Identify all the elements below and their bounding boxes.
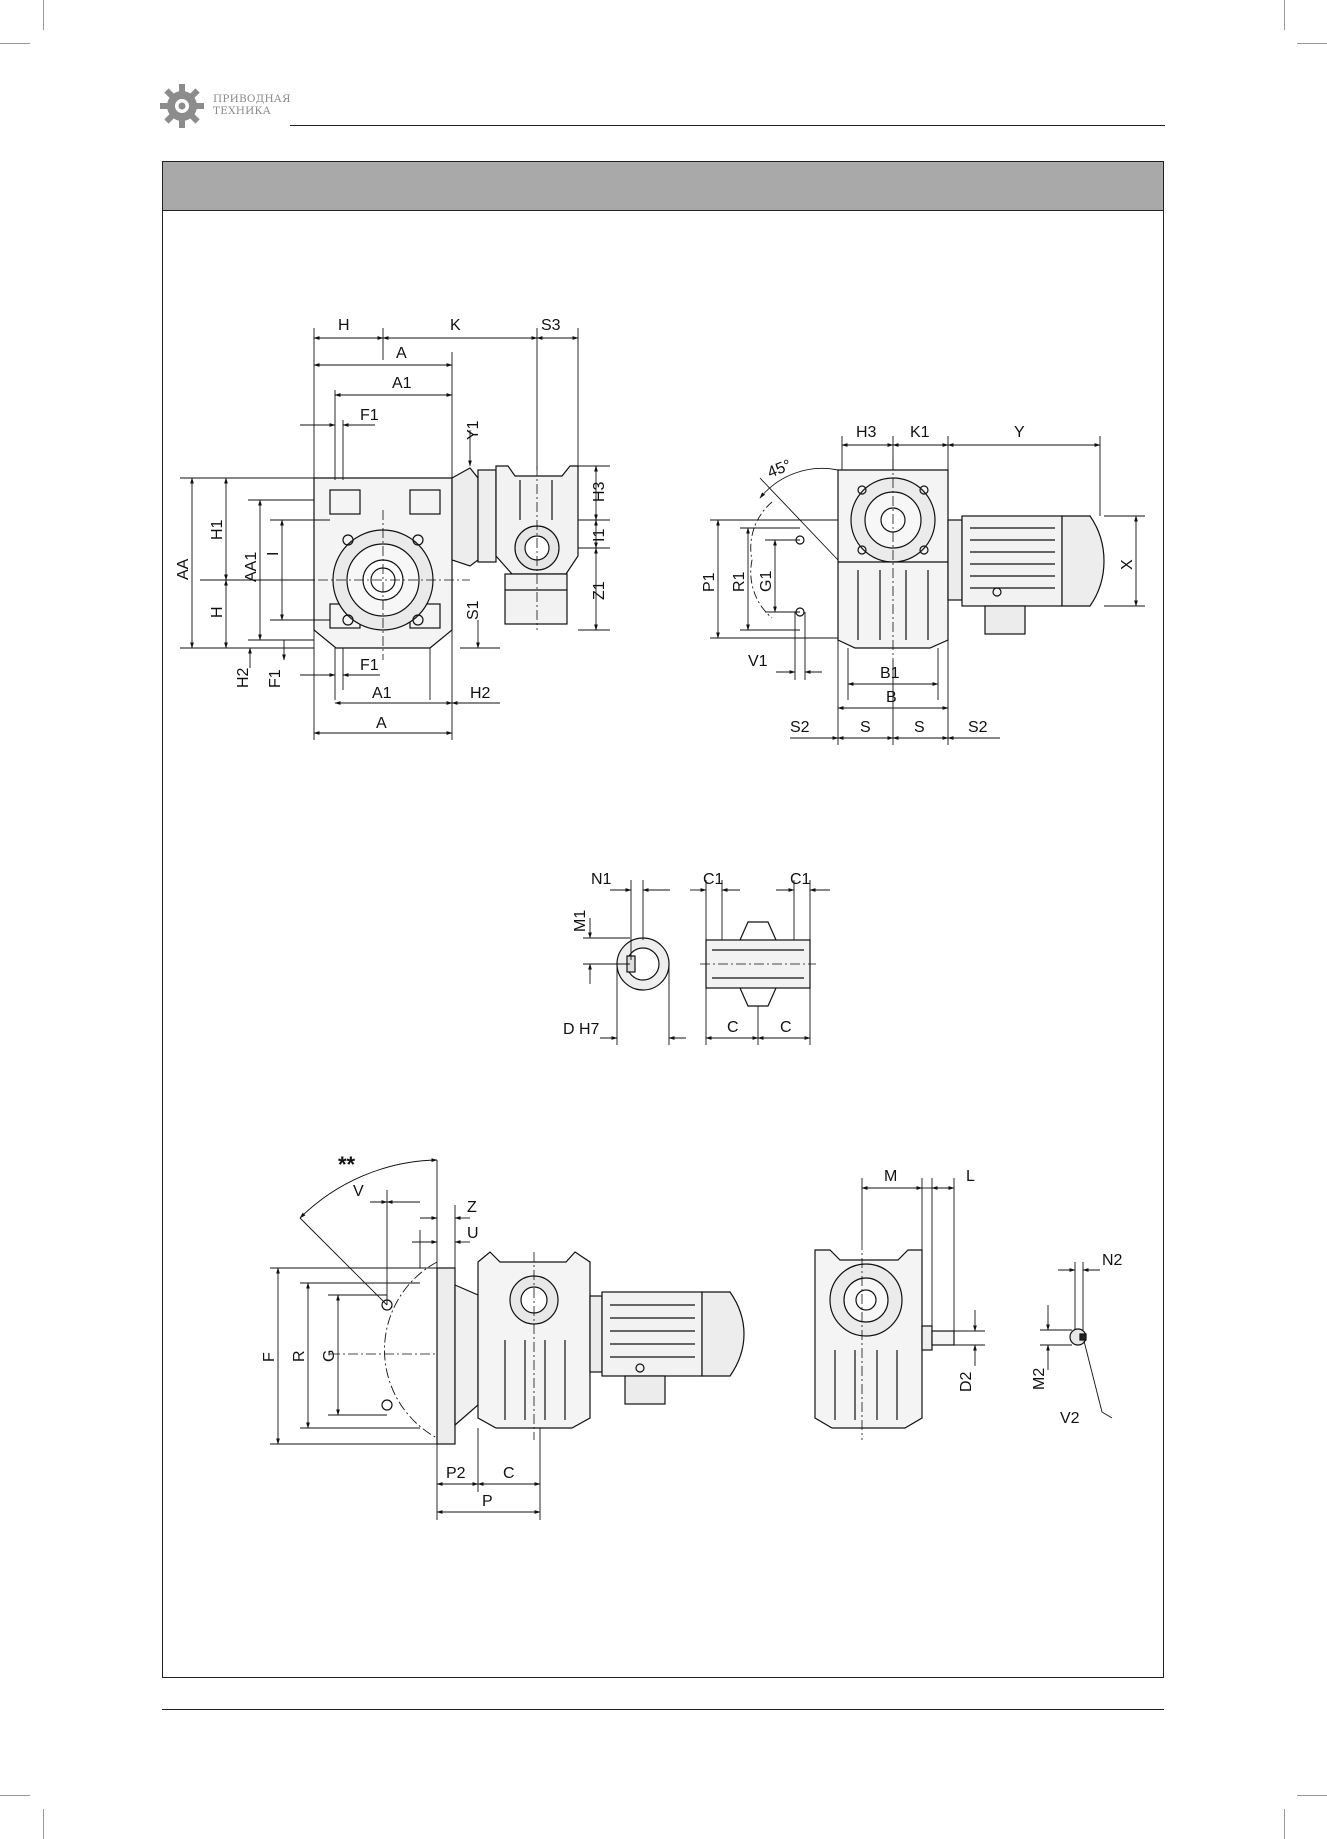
view-hollow-shaft — [616, 921, 816, 1007]
dim-label-45deg: 45° — [765, 457, 794, 482]
dim-label-C1-left: C1 — [703, 871, 724, 888]
view-hollow-shaft-dimensions — [583, 880, 830, 1045]
dim-label-P2: P2 — [446, 1465, 466, 1482]
dim-label-stars: ** — [338, 1152, 356, 1177]
brand-line-2: ТЕХНИКА — [213, 105, 271, 117]
dim-label-M: M — [884, 1168, 897, 1185]
dim-label-V: V — [353, 1183, 364, 1200]
footer-rule — [162, 1709, 1164, 1710]
gear-icon — [160, 84, 204, 128]
dim-label-H1: H1 — [209, 519, 226, 540]
dim-label-D-H7: D H7 — [563, 1021, 600, 1038]
dim-label-H2-left: H2 — [235, 667, 252, 688]
dim-label-F1: F1 — [360, 407, 379, 424]
crop-mark — [43, 0, 44, 30]
view-side-dimensions — [710, 436, 1145, 745]
dim-label-I: I — [265, 552, 282, 556]
dim-label-S-right: S — [914, 719, 925, 736]
dim-label-G1: G1 — [758, 571, 775, 592]
dim-label-R1: R1 — [731, 571, 748, 592]
crop-mark — [0, 43, 30, 44]
brand-name: ПРИВОДНАЯ ТЕХНИКА — [213, 93, 291, 117]
view-solid-shaft-dimensions — [861, 1178, 985, 1366]
view-key-detail — [1069, 1328, 1087, 1346]
dim-label-AA1: AA1 — [243, 552, 260, 582]
dim-label-AA: AA — [175, 558, 192, 580]
dim-label-B: B — [886, 689, 897, 706]
dim-label-A1: A1 — [392, 375, 412, 392]
header-rule — [290, 125, 1165, 126]
crop-mark — [1297, 1795, 1327, 1796]
dim-label-F: F — [261, 1352, 278, 1362]
view-flange-gearmotor — [299, 1158, 745, 1445]
view-front-gearbox — [300, 465, 579, 660]
dim-label-I1: I1 — [591, 529, 608, 542]
dim-label-H2-right: H2 — [470, 685, 491, 702]
dim-label-B1: B1 — [880, 665, 900, 682]
dim-label-C-right: C — [780, 1019, 792, 1036]
dim-label-C-left: C — [727, 1019, 739, 1036]
dim-label-H: H — [338, 317, 350, 334]
dim-label-D2: D2 — [958, 1371, 975, 1392]
dim-label-X: X — [1119, 559, 1136, 570]
dim-label-Y1: Y1 — [465, 420, 482, 440]
dim-label-Z1: Z1 — [591, 581, 608, 600]
dim-label-N1: N1 — [591, 871, 612, 888]
dim-label-S-left: S — [860, 719, 871, 736]
dim-label-A1-bottom: A1 — [372, 685, 392, 702]
section-header-band — [163, 162, 1163, 211]
dim-label-M1: M1 — [572, 910, 589, 932]
dim-label-U: U — [467, 1225, 479, 1242]
crop-mark — [43, 1809, 44, 1839]
crop-mark — [1297, 43, 1327, 44]
dim-label-R: R — [291, 1350, 308, 1362]
dim-label-C1-right: C1 — [790, 871, 811, 888]
dim-label-G: G — [321, 1350, 338, 1362]
dim-label-Y: Y — [1014, 424, 1025, 441]
view-front-dimensions — [180, 328, 610, 740]
crop-mark — [1284, 0, 1285, 30]
dim-label-K1: K1 — [910, 424, 930, 441]
dim-label-S3: S3 — [541, 317, 561, 334]
dim-label-K: K — [450, 317, 461, 334]
dim-label-P: P — [482, 1493, 493, 1510]
dim-label-S2-right: S2 — [968, 719, 988, 736]
dim-label-F1-left: F1 — [267, 669, 284, 688]
dim-label-M2: M2 — [1031, 1368, 1048, 1390]
dim-label-H3: H3 — [591, 481, 608, 502]
view-key-dimensions — [1040, 1262, 1113, 1419]
dim-label-P1: P1 — [701, 572, 718, 592]
crop-mark — [1284, 1809, 1285, 1839]
dim-label-L: L — [966, 1168, 975, 1185]
dim-label-H-lower: H — [209, 606, 226, 618]
dim-label-V2: V2 — [1060, 1410, 1080, 1427]
dim-label-S2-left: S2 — [790, 719, 810, 736]
view-flange-dimensions — [270, 1160, 541, 1520]
dim-label-A: A — [396, 345, 407, 362]
content-frame — [162, 161, 1164, 1678]
dim-label-N2: N2 — [1102, 1252, 1123, 1269]
dim-label-A-bottom: A — [376, 715, 387, 732]
view-solid-shaft — [814, 1240, 955, 1440]
dim-label-Z: Z — [467, 1199, 477, 1216]
dim-label-C: C — [503, 1465, 515, 1482]
dim-label-S1: S1 — [465, 600, 482, 620]
view-side-gearmotor — [750, 460, 1105, 660]
dim-label-V1: V1 — [748, 653, 768, 670]
dim-label-H3-side: H3 — [856, 424, 877, 441]
brand-line-1: ПРИВОДНАЯ — [213, 93, 291, 105]
crop-mark — [0, 1795, 30, 1796]
dim-label-F1-bottom: F1 — [360, 657, 379, 674]
